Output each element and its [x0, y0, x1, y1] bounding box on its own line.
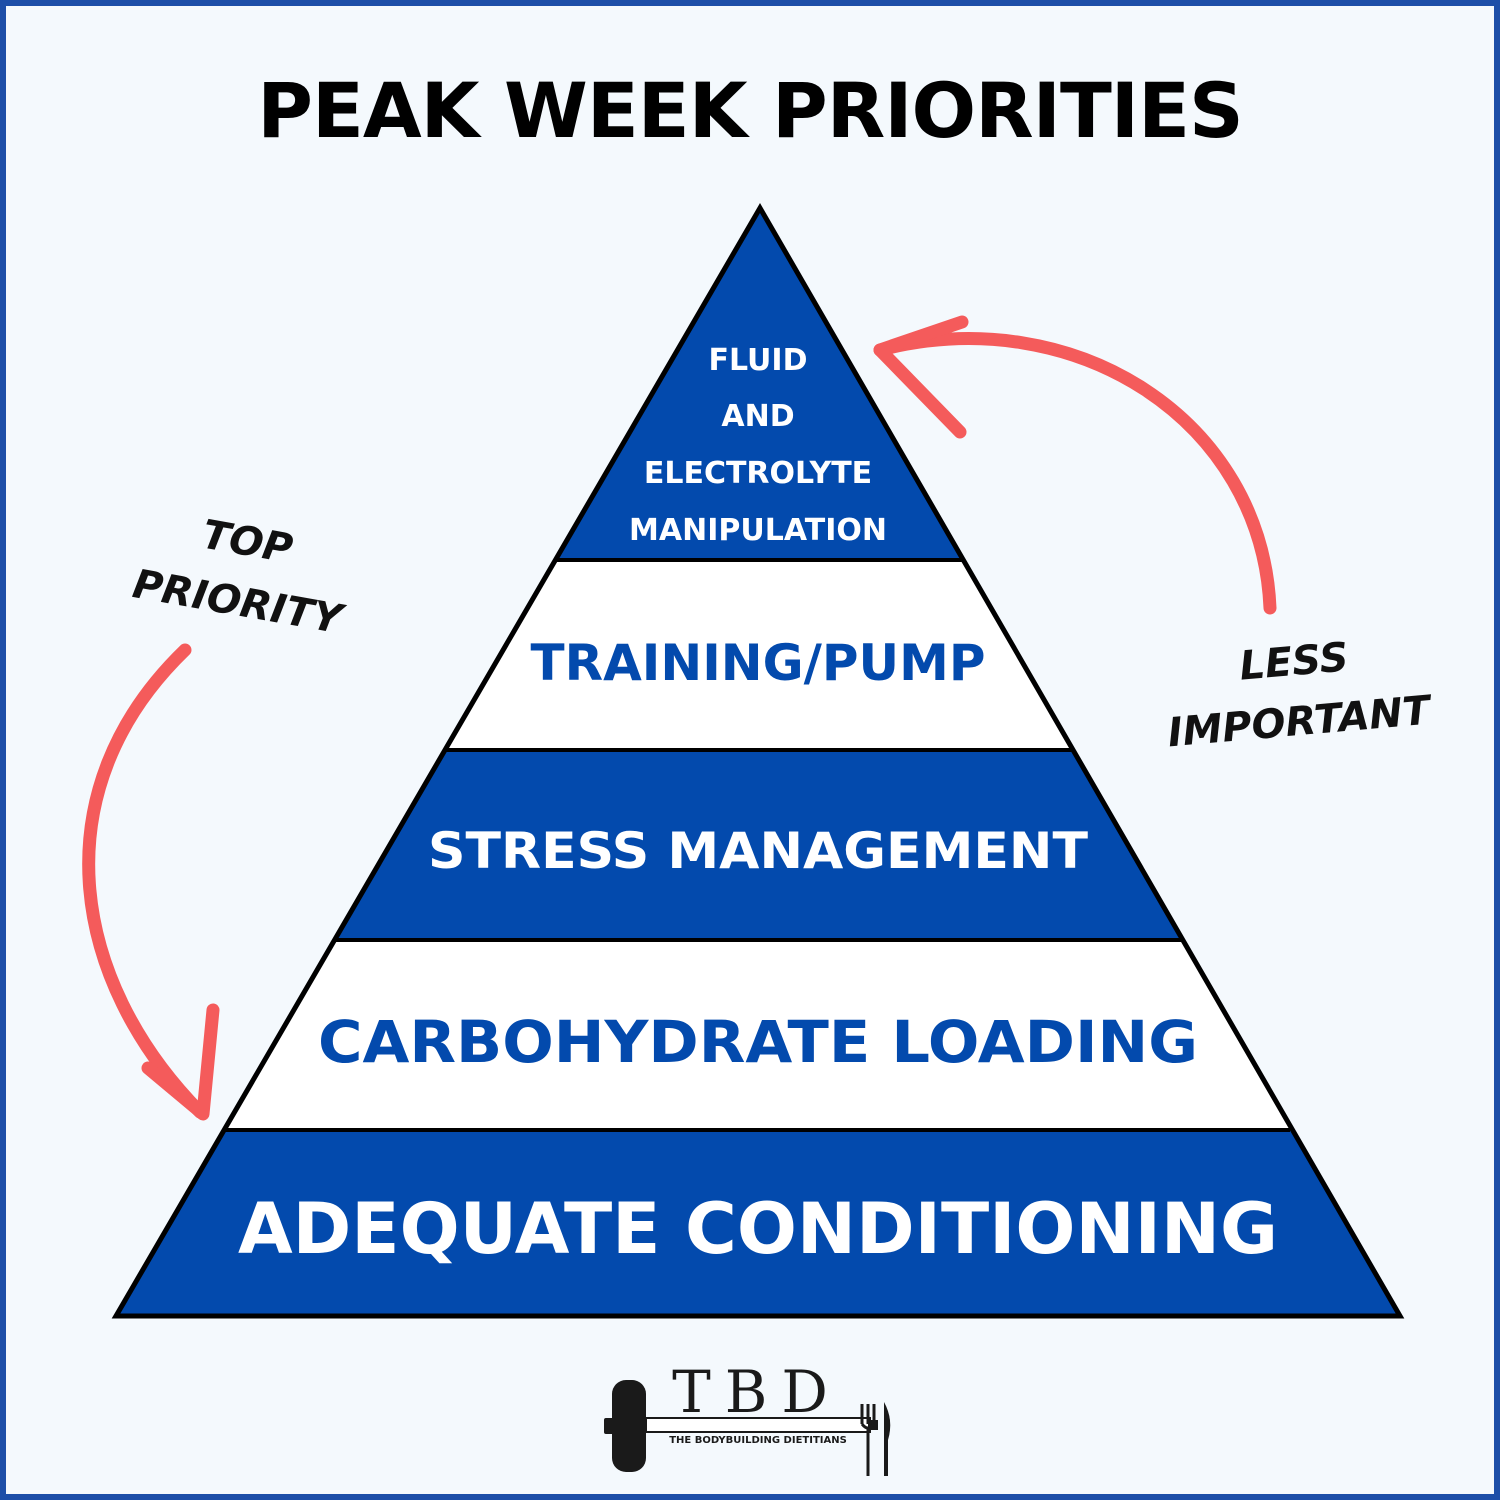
page-title: PEAK WEEK PRIORITIES: [257, 66, 1243, 155]
tier-5-label: ADEQUATE CONDITIONING: [238, 1188, 1278, 1270]
less-important-line-1: LESS: [1238, 634, 1351, 689]
less-important-annotation: LESS IMPORTANT: [1166, 634, 1435, 756]
tier-1-band: [555, 208, 963, 560]
top-priority-arrow: [82, 643, 220, 1121]
less-important-line-2: IMPORTANT: [1166, 687, 1435, 756]
tier-1-line-3: ELECTROLYTE: [644, 456, 872, 491]
pyramid-outline: [111, 203, 1405, 1319]
less-important-arrow: [873, 315, 1277, 615]
logo-subtitle: THE BODYBUILDING DIETITIANS: [669, 1435, 847, 1446]
tier-2-band: [445, 560, 1073, 750]
tier-3-label: STRESS MANAGEMENT: [428, 822, 1088, 880]
tier-1-line-2: AND: [721, 399, 794, 434]
tier-4-band: [223, 940, 1290, 1130]
tbd-logo: TBD THE BODYBUILDING DIETITIANS: [604, 1358, 891, 1476]
top-priority-line-2: PRIORITY: [129, 561, 349, 644]
tier-4-label: CARBOHYDRATE LOADING: [318, 1008, 1198, 1076]
tier-2-label: TRAINING/PUMP: [531, 634, 986, 692]
weight-plate-icon: [612, 1380, 646, 1472]
tier-5-band: [116, 1130, 1400, 1316]
top-priority-annotation: TOP PRIORITY: [129, 512, 349, 644]
fork-icon: [860, 1404, 876, 1476]
tier-dividers: [223, 558, 1290, 1132]
tier-1-line-1: FLUID: [709, 343, 808, 378]
tier-3-band: [334, 750, 1184, 940]
top-priority-line-1: TOP: [199, 512, 296, 573]
tier-1-label: FLUID AND ELECTROLYTE MANIPULATION: [629, 343, 887, 548]
knife-icon: [884, 1402, 891, 1476]
logo-letters: TBD: [672, 1358, 842, 1426]
tier-1-line-4: MANIPULATION: [629, 513, 887, 548]
